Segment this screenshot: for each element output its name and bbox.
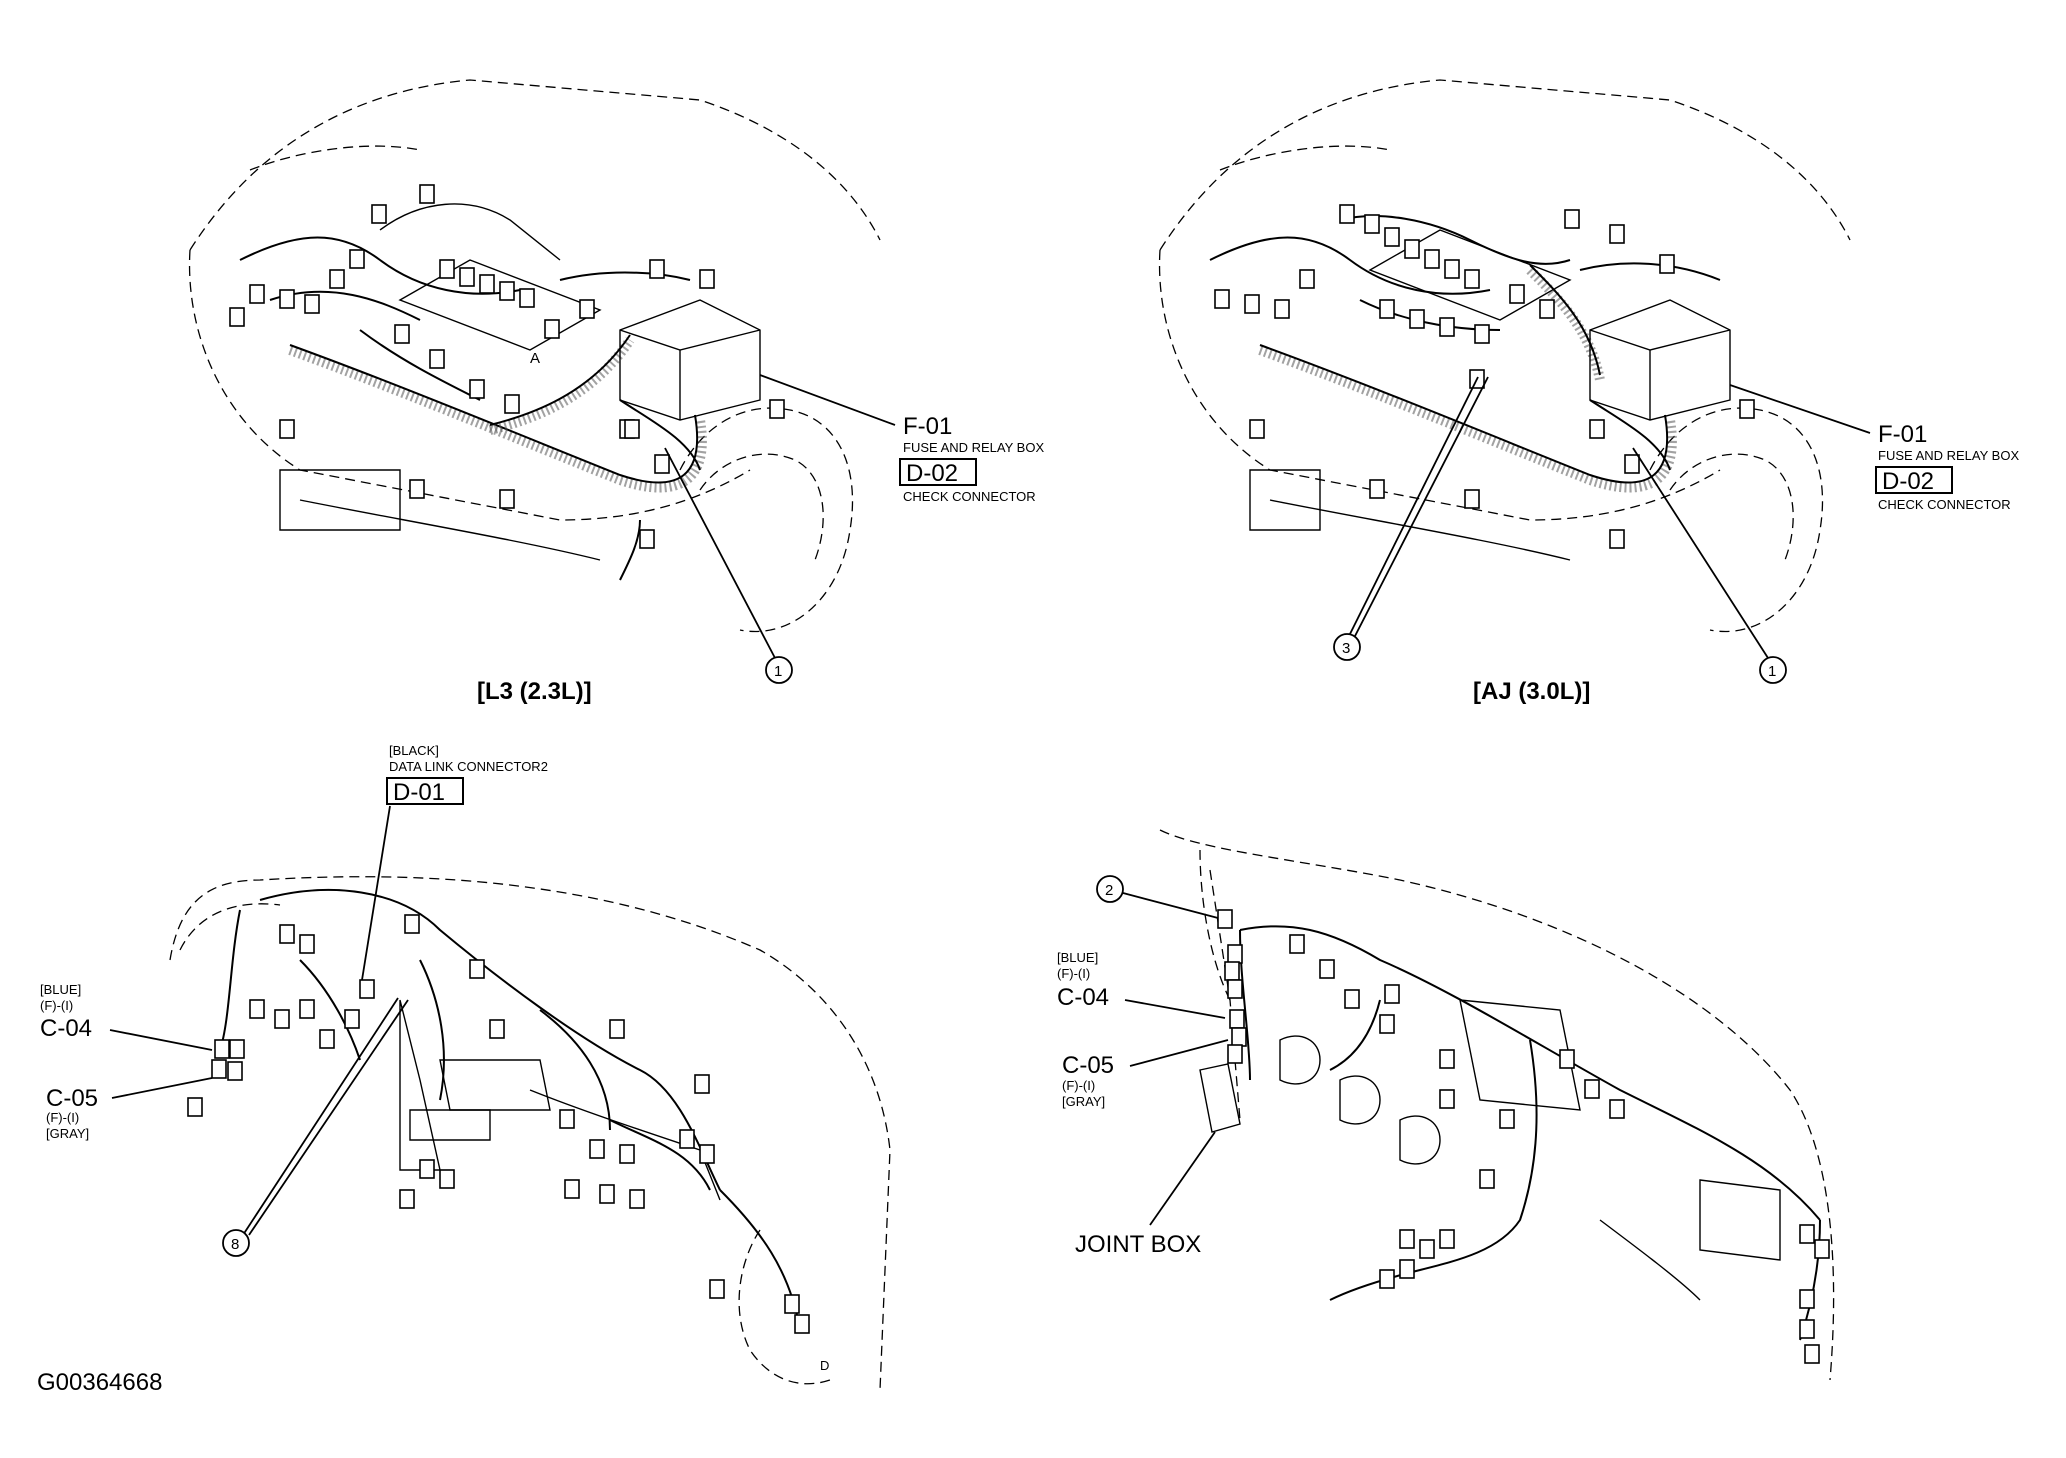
panel-l3-engine-bay: A F-01 FUSE AND RELAY BOX D-02 CHECK CON…	[188, 79, 1044, 705]
c05-code-left: C-05	[46, 1085, 98, 1112]
callout-circle-1-aj	[1759, 656, 1787, 684]
dlc-code: D-01	[393, 779, 445, 806]
c04-color-right: [BLUE]	[1057, 950, 1098, 965]
panel-aj-engine-bay: F-01 FUSE AND RELAY BOX D-02 CHECK CONNE…	[1158, 79, 2019, 705]
engine-harness	[239, 236, 707, 581]
fuse-box-leader	[759, 374, 896, 426]
check-desc-aj: CHECK CONNECTOR	[1878, 497, 2011, 512]
c04-code-left: C-04	[40, 1015, 92, 1042]
callout-2: 2	[1105, 882, 1113, 899]
callout-2-leader	[1122, 892, 1219, 919]
panel-title-l3: [L3 (2.3L)]	[477, 678, 592, 705]
marker-d: D	[820, 1358, 829, 1373]
c04-code-right: C-04	[1057, 984, 1109, 1011]
callout-1-l3: 1	[774, 663, 782, 680]
connectors	[187, 914, 810, 1334]
c04-loc-right: (F)-(I)	[1057, 966, 1090, 981]
fuse-desc-l3: FUSE AND RELAY BOX	[903, 440, 1044, 455]
dash-harness	[1239, 925, 1821, 1341]
c05-code-right: C-05	[1062, 1052, 1114, 1079]
check-code-box-aj	[1875, 466, 1953, 494]
dlc-code-box	[386, 777, 464, 805]
joint-box	[1199, 1063, 1241, 1133]
check-code-aj: D-02	[1882, 468, 1934, 495]
check-code-l3: D-02	[906, 460, 958, 487]
fuse-relay-box	[1589, 299, 1731, 421]
callout-8: 8	[231, 1236, 239, 1253]
marker-a: A	[530, 350, 540, 367]
callout-circle-8	[222, 1229, 250, 1257]
dlc-color: [BLACK]	[389, 743, 439, 758]
callout-circle-2	[1096, 875, 1124, 903]
joint-box-label: JOINT BOX	[1075, 1231, 1201, 1258]
figure-id: G00364668	[37, 1369, 162, 1396]
panel-title-aj: [AJ (3.0L)]	[1473, 678, 1590, 705]
panel-dashboard-left: [BLACK] DATA LINK CONNECTOR2 D-01 [BLUE]…	[40, 743, 891, 1391]
callout-circle-1-l3	[765, 656, 793, 684]
c05-leader-left	[111, 1077, 213, 1099]
fuse-box-leader	[1729, 384, 1871, 434]
fuse-desc-aj: FUSE AND RELAY BOX	[1878, 448, 2019, 463]
dlc-desc: DATA LINK CONNECTOR2	[389, 759, 548, 774]
callout-1-aj: 1	[1768, 663, 1776, 680]
callout-1-leader-aj	[1632, 447, 1769, 659]
engine-harness	[1209, 215, 1721, 493]
connectors	[1217, 909, 1830, 1364]
dash-harness	[219, 889, 801, 1331]
vehicle-outline	[1158, 79, 1851, 633]
dashboard-outline	[1159, 829, 1835, 1381]
fuse-relay-box	[619, 299, 761, 421]
dashboard-outline	[169, 876, 891, 1391]
c05-leader-right	[1129, 1039, 1229, 1067]
check-code-box-l3	[899, 458, 977, 486]
callout-8-leaders	[242, 997, 409, 1236]
check-desc-l3: CHECK CONNECTOR	[903, 489, 1036, 504]
fuse-code-aj: F-01	[1878, 421, 1927, 448]
fuse-code-l3: F-01	[903, 413, 952, 440]
c04-leader-left	[109, 1029, 213, 1051]
c04-color-left: [BLUE]	[40, 982, 81, 997]
panel-dashboard-right: 2 [BLUE] (F)-(I) C-04 C-05 (F)-(I) [GRAY…	[1057, 829, 1835, 1381]
connectors	[1214, 204, 1755, 549]
c05-color-right: [GRAY]	[1062, 1094, 1105, 1109]
dlc-leader	[361, 805, 391, 981]
c05-loc-right: (F)-(I)	[1062, 1078, 1095, 1093]
callout-3-aj: 3	[1342, 640, 1350, 657]
callout-3-leaders	[1347, 376, 1489, 639]
c05-color-left: [GRAY]	[46, 1126, 89, 1141]
callout-1-leader-l3	[664, 447, 776, 659]
c04-loc-left: (F)-(I)	[40, 998, 73, 1013]
connectors	[229, 184, 785, 549]
c05-loc-left: (F)-(I)	[46, 1110, 79, 1125]
c04-leader-right	[1124, 999, 1226, 1019]
callout-circle-3-aj	[1333, 633, 1361, 661]
joint-box-leader	[1149, 1131, 1216, 1226]
